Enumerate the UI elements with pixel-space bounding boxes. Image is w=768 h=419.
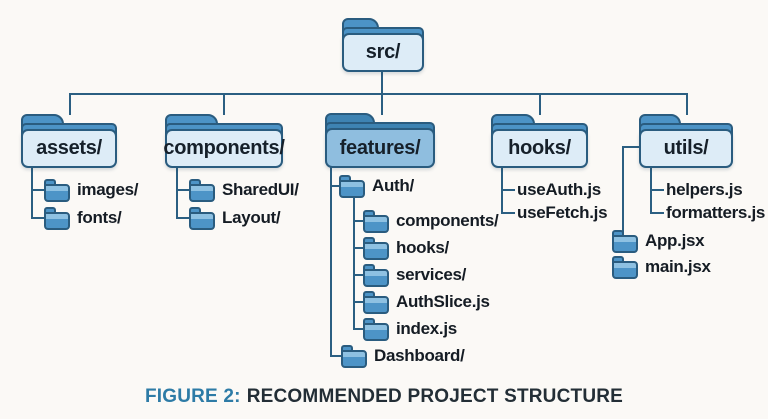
tree-item-index: index.js <box>363 316 457 342</box>
folder-icon <box>363 263 389 287</box>
folder-body: assets/ <box>21 129 117 168</box>
connector-drop-features <box>381 93 383 115</box>
tree-item-dashboard: Dashboard/ <box>341 343 465 369</box>
connector-tick <box>353 247 365 249</box>
connector-tick <box>501 212 515 214</box>
figure-caption: FIGURE 2:RECOMMENDED PROJECT STRUCTURE <box>0 386 768 408</box>
tree-item-label: main.jsx <box>645 257 711 276</box>
tree-item-images: images/ <box>44 177 139 203</box>
connector-tick <box>353 328 365 330</box>
connector-rootfiles-stub <box>622 146 640 148</box>
connector-auth-children <box>353 196 355 330</box>
connector-bus <box>69 93 687 95</box>
tree-item-fonts: fonts/ <box>44 205 122 231</box>
connector-tick <box>650 212 664 214</box>
connector-tick <box>330 185 341 187</box>
folder-label: utils/ <box>663 137 709 159</box>
tree-item-label: index.js <box>396 319 457 338</box>
folder-components: components/ <box>163 114 285 168</box>
connector-tick <box>353 274 365 276</box>
connector-drop-utils <box>686 93 688 115</box>
folder-hooks: hooks/ <box>491 114 588 168</box>
connector-assets-children <box>31 167 33 219</box>
tree-item-label: images/ <box>77 180 139 199</box>
tree-item-label: App.jsx <box>645 231 705 250</box>
folder-icon <box>341 344 367 368</box>
folder-icon <box>189 178 215 202</box>
folder-icon <box>363 290 389 314</box>
tree-item-label: helpers.js <box>666 180 743 199</box>
tree-item-appjsx: App.jsx <box>612 228 705 254</box>
tree-item-label: hooks/ <box>396 238 449 257</box>
figure-number: FIGURE 2: <box>144 386 241 407</box>
folder-features: features/ <box>325 113 435 168</box>
connector-features-children <box>330 166 332 357</box>
connector-tick <box>330 355 343 357</box>
connector-tick <box>650 189 664 191</box>
tree-item-label: useAuth.js <box>517 180 601 199</box>
folder-body: src/ <box>342 33 424 72</box>
folder-body: features/ <box>325 128 435 168</box>
figure-title: RECOMMENDED PROJECT STRUCTURE <box>246 386 624 407</box>
tree-item-layout: Layout/ <box>189 205 281 231</box>
folder-icon <box>363 317 389 341</box>
connector-tick <box>31 189 46 191</box>
tree-item-helpers: helpers.js <box>666 177 743 203</box>
folder-icon <box>44 206 70 230</box>
folder-icon <box>612 255 638 279</box>
connector-tick <box>31 217 46 219</box>
tree-item-label: fonts/ <box>77 208 122 227</box>
connector-drop-hooks <box>539 93 541 115</box>
folder-label: src/ <box>365 41 401 63</box>
folder-utils: utils/ <box>639 114 733 168</box>
folder-src: src/ <box>342 18 424 72</box>
tree-item-usefetch: useFetch.js <box>517 200 608 226</box>
folder-body: hooks/ <box>491 129 588 168</box>
tree-item-authslice: AuthSlice.js <box>363 289 490 315</box>
folder-icon <box>612 229 638 253</box>
tree-item-label: Layout/ <box>222 208 281 227</box>
tree-item-label: Auth/ <box>372 176 414 195</box>
tree-item-auth-hooks: hooks/ <box>363 235 449 261</box>
connector-src-drop <box>381 72 383 93</box>
tree-item-label: components/ <box>396 211 499 230</box>
folder-icon <box>363 209 389 233</box>
folder-icon <box>339 174 365 198</box>
tree-item-label: formatters.js <box>666 203 766 222</box>
tree-item-useauth: useAuth.js <box>517 177 601 203</box>
folder-label: components/ <box>163 137 285 159</box>
connector-drop-assets <box>69 93 71 115</box>
folder-body: components/ <box>163 129 285 168</box>
connector-tick <box>501 189 515 191</box>
connector-tick <box>353 220 365 222</box>
connector-components-children <box>176 167 178 219</box>
tree-item-label: Dashboard/ <box>374 346 465 365</box>
tree-item-auth-components: components/ <box>363 208 499 234</box>
tree-item-sharedui: SharedUI/ <box>189 177 299 203</box>
folder-body: utils/ <box>639 129 733 168</box>
tree-item-label: SharedUI/ <box>222 180 299 199</box>
connector-tick <box>176 217 191 219</box>
tree-item-auth-services: services/ <box>363 262 466 288</box>
connector-rootfiles-drop <box>622 146 624 233</box>
folder-assets: assets/ <box>21 114 117 168</box>
tree-item-auth: Auth/ <box>339 173 414 199</box>
connector-drop-components <box>223 93 225 115</box>
tree-item-formatters: formatters.js <box>666 200 765 226</box>
tree-item-mainjsx: main.jsx <box>612 254 711 280</box>
folder-label: hooks/ <box>508 137 571 159</box>
folder-icon <box>189 206 215 230</box>
connector-tick <box>176 189 191 191</box>
folder-label: features/ <box>339 136 421 159</box>
connector-tick <box>353 301 365 303</box>
folder-icon <box>44 178 70 202</box>
tree-item-label: services/ <box>396 265 467 284</box>
tree-item-label: useFetch.js <box>517 203 608 222</box>
folder-icon <box>363 236 389 260</box>
folder-label: assets/ <box>36 137 102 159</box>
tree-item-label: AuthSlice.js <box>396 292 490 311</box>
